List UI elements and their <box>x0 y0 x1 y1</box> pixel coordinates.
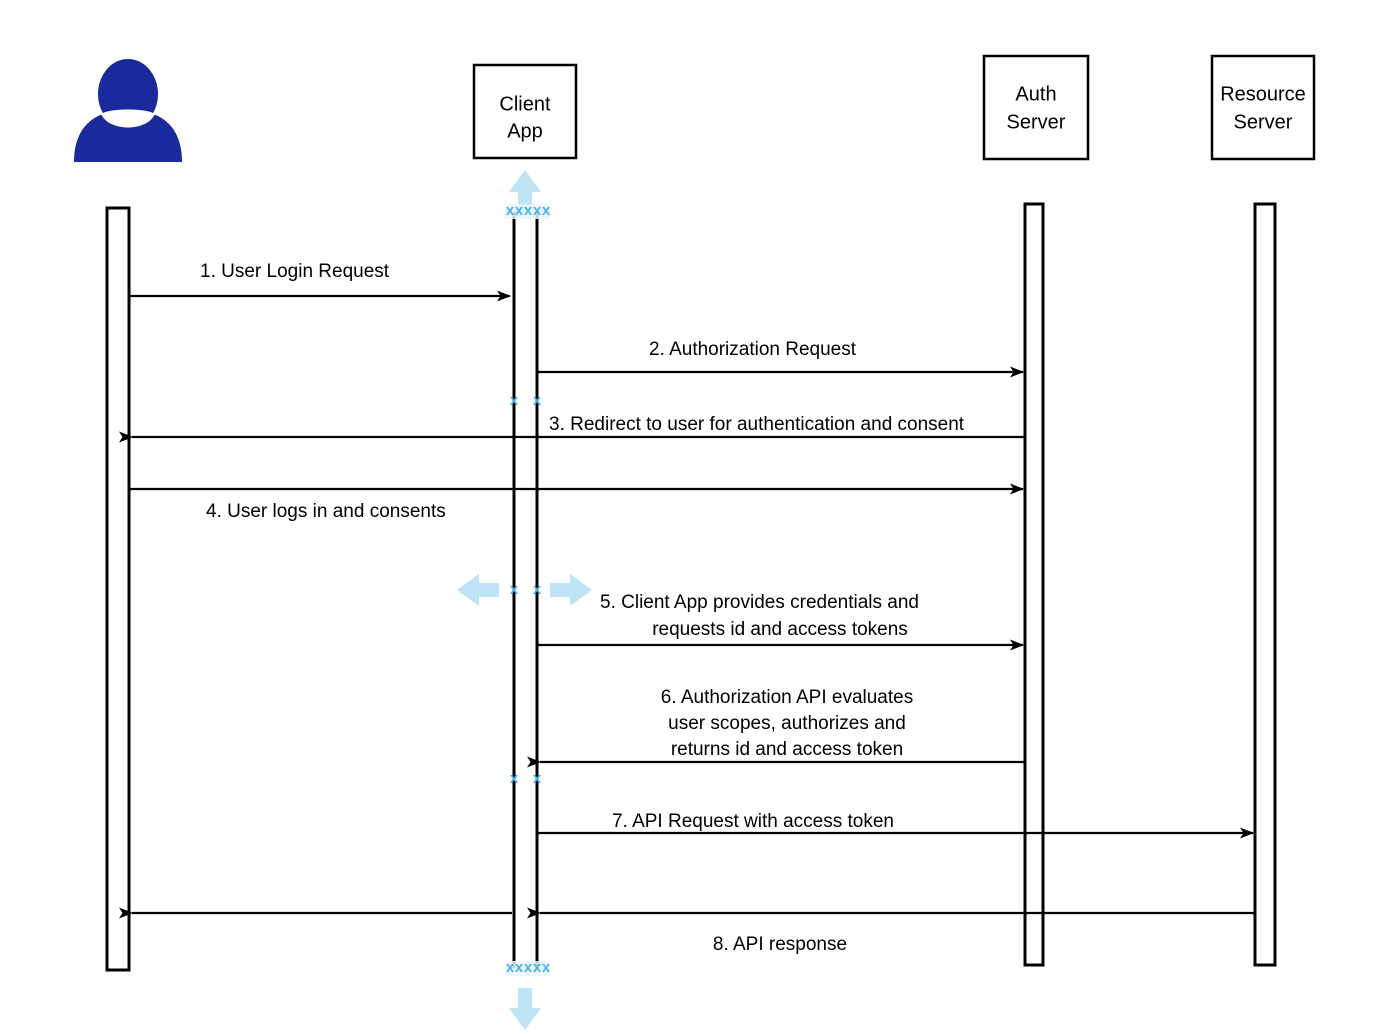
message-1[interactable]: 1. User Login Request <box>130 261 511 302</box>
auth-server-label-line2: Server <box>1007 111 1066 133</box>
selection-handle-x[interactable]: x <box>510 392 519 409</box>
message-8-label: 8. API response <box>713 934 847 955</box>
client-app-label-line2: App <box>507 120 543 142</box>
participant-user[interactable] <box>74 59 182 162</box>
auth-server-label-line1: Auth <box>1015 83 1056 105</box>
selection-handle-x[interactable]: x <box>524 959 533 976</box>
resize-right-arrow-icon[interactable] <box>550 574 592 606</box>
participant-resource-server[interactable]: Resource Server <box>1210 54 1316 161</box>
message-5[interactable]: 5. Client App provides credentials and r… <box>538 592 1024 651</box>
message-5-label-line2: requests id and access tokens <box>652 619 908 640</box>
selection-handle-x[interactable]: x <box>542 959 551 976</box>
message-6-label-line2: user scopes, authorizes and <box>668 713 906 734</box>
message-2[interactable]: 2. Authorization Request <box>538 339 1024 378</box>
activation-bar-resource-server[interactable] <box>1253 202 1277 967</box>
message-3-label: 3. Redirect to user for authentication a… <box>549 414 965 435</box>
selection-handle-x[interactable]: x <box>533 770 542 787</box>
selection-handle-x[interactable]: x <box>524 202 533 219</box>
message-6-label-line1: 6. Authorization API evaluates <box>661 687 913 708</box>
lifeline-client-app[interactable] <box>512 212 539 968</box>
selection-handle-x[interactable]: x <box>533 202 542 219</box>
selection-handle-x[interactable]: x <box>510 770 519 787</box>
message-4-label: 4. User logs in and consents <box>206 501 446 522</box>
selection-handle-x[interactable]: x <box>533 392 542 409</box>
message-7[interactable]: 7. API Request with access token <box>538 811 1254 839</box>
selection-handle-x[interactable]: x <box>533 581 542 598</box>
resize-left-arrow-icon[interactable] <box>457 574 499 606</box>
selection-handle-x[interactable]: x <box>533 959 542 976</box>
selection-handle-x[interactable]: x <box>542 202 551 219</box>
selection-handles-mid-upper[interactable]: x x <box>510 392 542 409</box>
message-2-label: 2. Authorization Request <box>649 339 857 360</box>
activation-bar-user[interactable] <box>105 206 131 972</box>
participant-auth-server[interactable]: Auth Server <box>982 54 1090 161</box>
selection-handle-x[interactable]: x <box>506 959 515 976</box>
selection-handles-top[interactable]: x x x x x <box>505 202 551 219</box>
selection-handle-x[interactable]: x <box>515 202 524 219</box>
selection-handles-bottom[interactable]: x x x x x <box>505 959 551 976</box>
activation-bar-auth-server[interactable] <box>1023 202 1045 967</box>
participant-client-app[interactable]: Client App <box>472 63 578 160</box>
client-app-box[interactable] <box>472 63 578 160</box>
resource-server-box[interactable] <box>1210 54 1316 161</box>
message-1-label: 1. User Login Request <box>200 261 390 282</box>
message-4[interactable]: 4. User logs in and consents <box>130 483 1024 522</box>
client-app-label-line1: Client <box>499 93 551 115</box>
message-3[interactable]: 3. Redirect to user for authentication a… <box>119 414 1025 443</box>
resize-down-arrow-icon[interactable] <box>509 988 541 1030</box>
selection-handle-x[interactable]: x <box>506 202 515 219</box>
message-6-label-line3: returns id and access token <box>671 739 903 760</box>
message-6[interactable]: 6. Authorization API evaluates user scop… <box>527 687 1025 768</box>
message-5-label-line1: 5. Client App provides credentials and <box>600 592 919 613</box>
selection-handles-mid-lower[interactable]: x x <box>510 770 542 787</box>
message-7-label: 7. API Request with access token <box>612 811 894 832</box>
resource-server-label-line1: Resource <box>1220 83 1306 105</box>
auth-server-box[interactable] <box>982 54 1090 161</box>
user-actor-icon <box>74 59 182 162</box>
selection-handle-x[interactable]: x <box>515 959 524 976</box>
message-8[interactable]: 8. API response <box>119 907 1255 955</box>
selection-handles-mid[interactable]: x x <box>510 581 542 598</box>
selection-handle-x[interactable]: x <box>510 581 519 598</box>
resource-server-label-line2: Server <box>1234 111 1293 133</box>
resize-up-arrow-icon[interactable] <box>509 170 541 212</box>
